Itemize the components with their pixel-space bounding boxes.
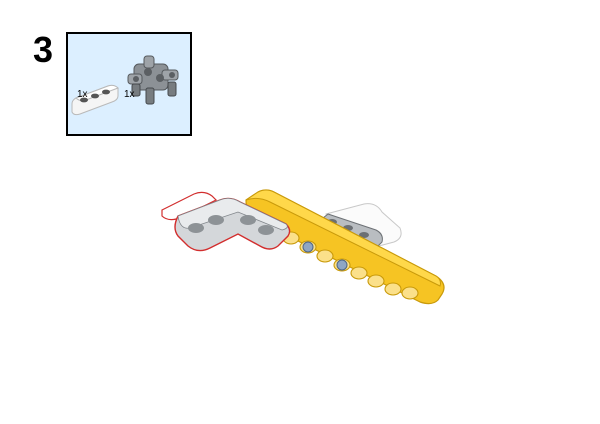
step-number: 3 [33, 29, 54, 70]
white-liftarm-part-image [71, 84, 119, 116]
gray-connector-part-image [127, 55, 179, 105]
parts-callout [66, 32, 192, 136]
blue-pin-model [302, 241, 348, 271]
assembly-model-image [161, 189, 445, 305]
parts-callout-art [71, 55, 179, 116]
gray-angle-beam-model [161, 191, 291, 252]
part-quantity-label: 1x [124, 89, 135, 100]
yellow-liftarm-model [245, 189, 445, 305]
part-quantity-label: 1x [77, 89, 88, 100]
